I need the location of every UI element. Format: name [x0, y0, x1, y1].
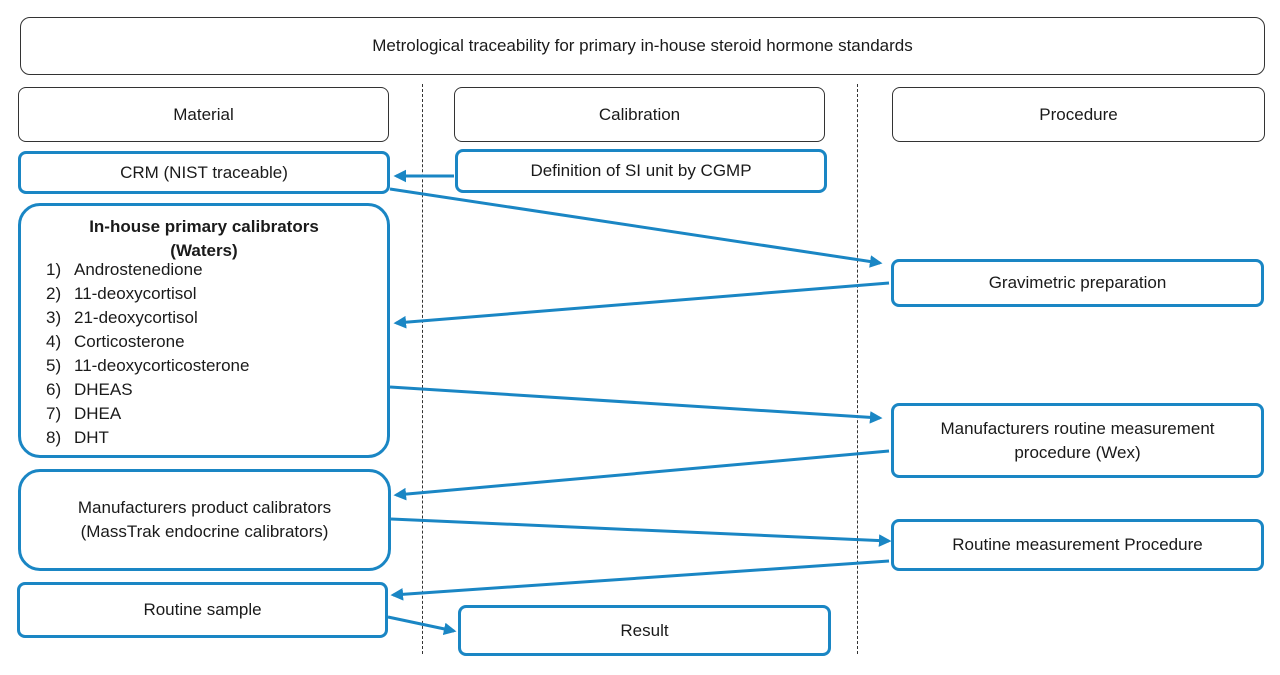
- arrow-sample-to-result: [387, 615, 457, 636]
- si-unit-node: Definition of SI unit by CGMP: [455, 149, 827, 193]
- inhouse-calibrator-list: 1)Androstenedione 2)11-deoxycortisol 3)2…: [46, 258, 249, 450]
- manufacturers-product-calibrators-node: Manufacturers product calibrators (MassT…: [18, 469, 391, 571]
- routine-sample-label: Routine sample: [143, 600, 262, 619]
- arrow-product-cal-to-routine-procedure: [390, 517, 892, 547]
- routine-sample-node: Routine sample: [17, 582, 388, 638]
- gravimetric-label: Gravimetric preparation: [988, 273, 1167, 292]
- crm-label: CRM (NIST traceable): [120, 162, 288, 182]
- manufacturers-routine-procedure-node: Manufacturers routine measurement proced…: [891, 403, 1264, 478]
- routine-measurement-procedure-node: Routine measurement Procedure: [891, 519, 1264, 571]
- arrow-manuf-procedure-to-product-cal: [393, 449, 890, 501]
- arrow-routine-procedure-to-sample: [390, 559, 890, 601]
- column-divider-left: [422, 84, 423, 654]
- list-item: 4)Corticosterone: [46, 332, 185, 351]
- manuf-proc-line2: procedure (Wex): [1014, 442, 1141, 462]
- list-item: 1)Androstenedione: [46, 260, 203, 279]
- column-header-calibration-label: Calibration: [598, 104, 681, 124]
- gravimetric-preparation-node: Gravimetric preparation: [891, 259, 1264, 307]
- si-unit-label: Definition of SI unit by CGMP: [530, 161, 752, 180]
- result-label: Result: [620, 620, 669, 640]
- column-divider-right: [857, 84, 858, 654]
- list-item: 7)DHEA: [46, 404, 122, 423]
- diagram-title: Metrological traceability for primary in…: [20, 17, 1265, 75]
- crm-node: CRM (NIST traceable): [18, 151, 390, 194]
- routine-proc-label: Routine measurement Procedure: [952, 535, 1203, 554]
- list-item: 6)DHEAS: [46, 380, 133, 399]
- inhouse-title-line2: (Waters): [170, 241, 238, 260]
- manuf-cal-line2: (MassTrak endocrine calibrators): [80, 522, 329, 541]
- column-header-material-label: Material: [173, 104, 234, 124]
- manuf-cal-line1: Manufacturers product calibrators: [77, 498, 332, 517]
- list-item: 2)11-deoxycortisol: [46, 284, 197, 303]
- manuf-proc-line1: Manufacturers routine measurement: [940, 418, 1215, 438]
- diagram-title-text: Metrological traceability for primary in…: [372, 36, 913, 55]
- column-header-material: Material: [18, 87, 389, 142]
- column-header-calibration: Calibration: [454, 87, 825, 142]
- inhouse-title-line1: In-house primary calibrators: [89, 217, 319, 236]
- column-header-procedure-label: Procedure: [1039, 104, 1118, 124]
- list-item: 5)11-deoxycorticosterone: [46, 356, 250, 375]
- result-node: Result: [458, 605, 831, 656]
- list-item: 8)DHT: [46, 428, 109, 447]
- arrow-gravimetric-to-inhouse: [393, 281, 890, 329]
- arrow-inhouse-to-manuf-procedure: [389, 385, 883, 424]
- column-header-procedure: Procedure: [892, 87, 1265, 142]
- inhouse-calibrators-node: In-house primary calibrators (Waters): [18, 203, 390, 458]
- arrow-crm-to-gravimetric: [389, 187, 883, 268]
- list-item: 3)21-deoxycortisol: [46, 308, 198, 327]
